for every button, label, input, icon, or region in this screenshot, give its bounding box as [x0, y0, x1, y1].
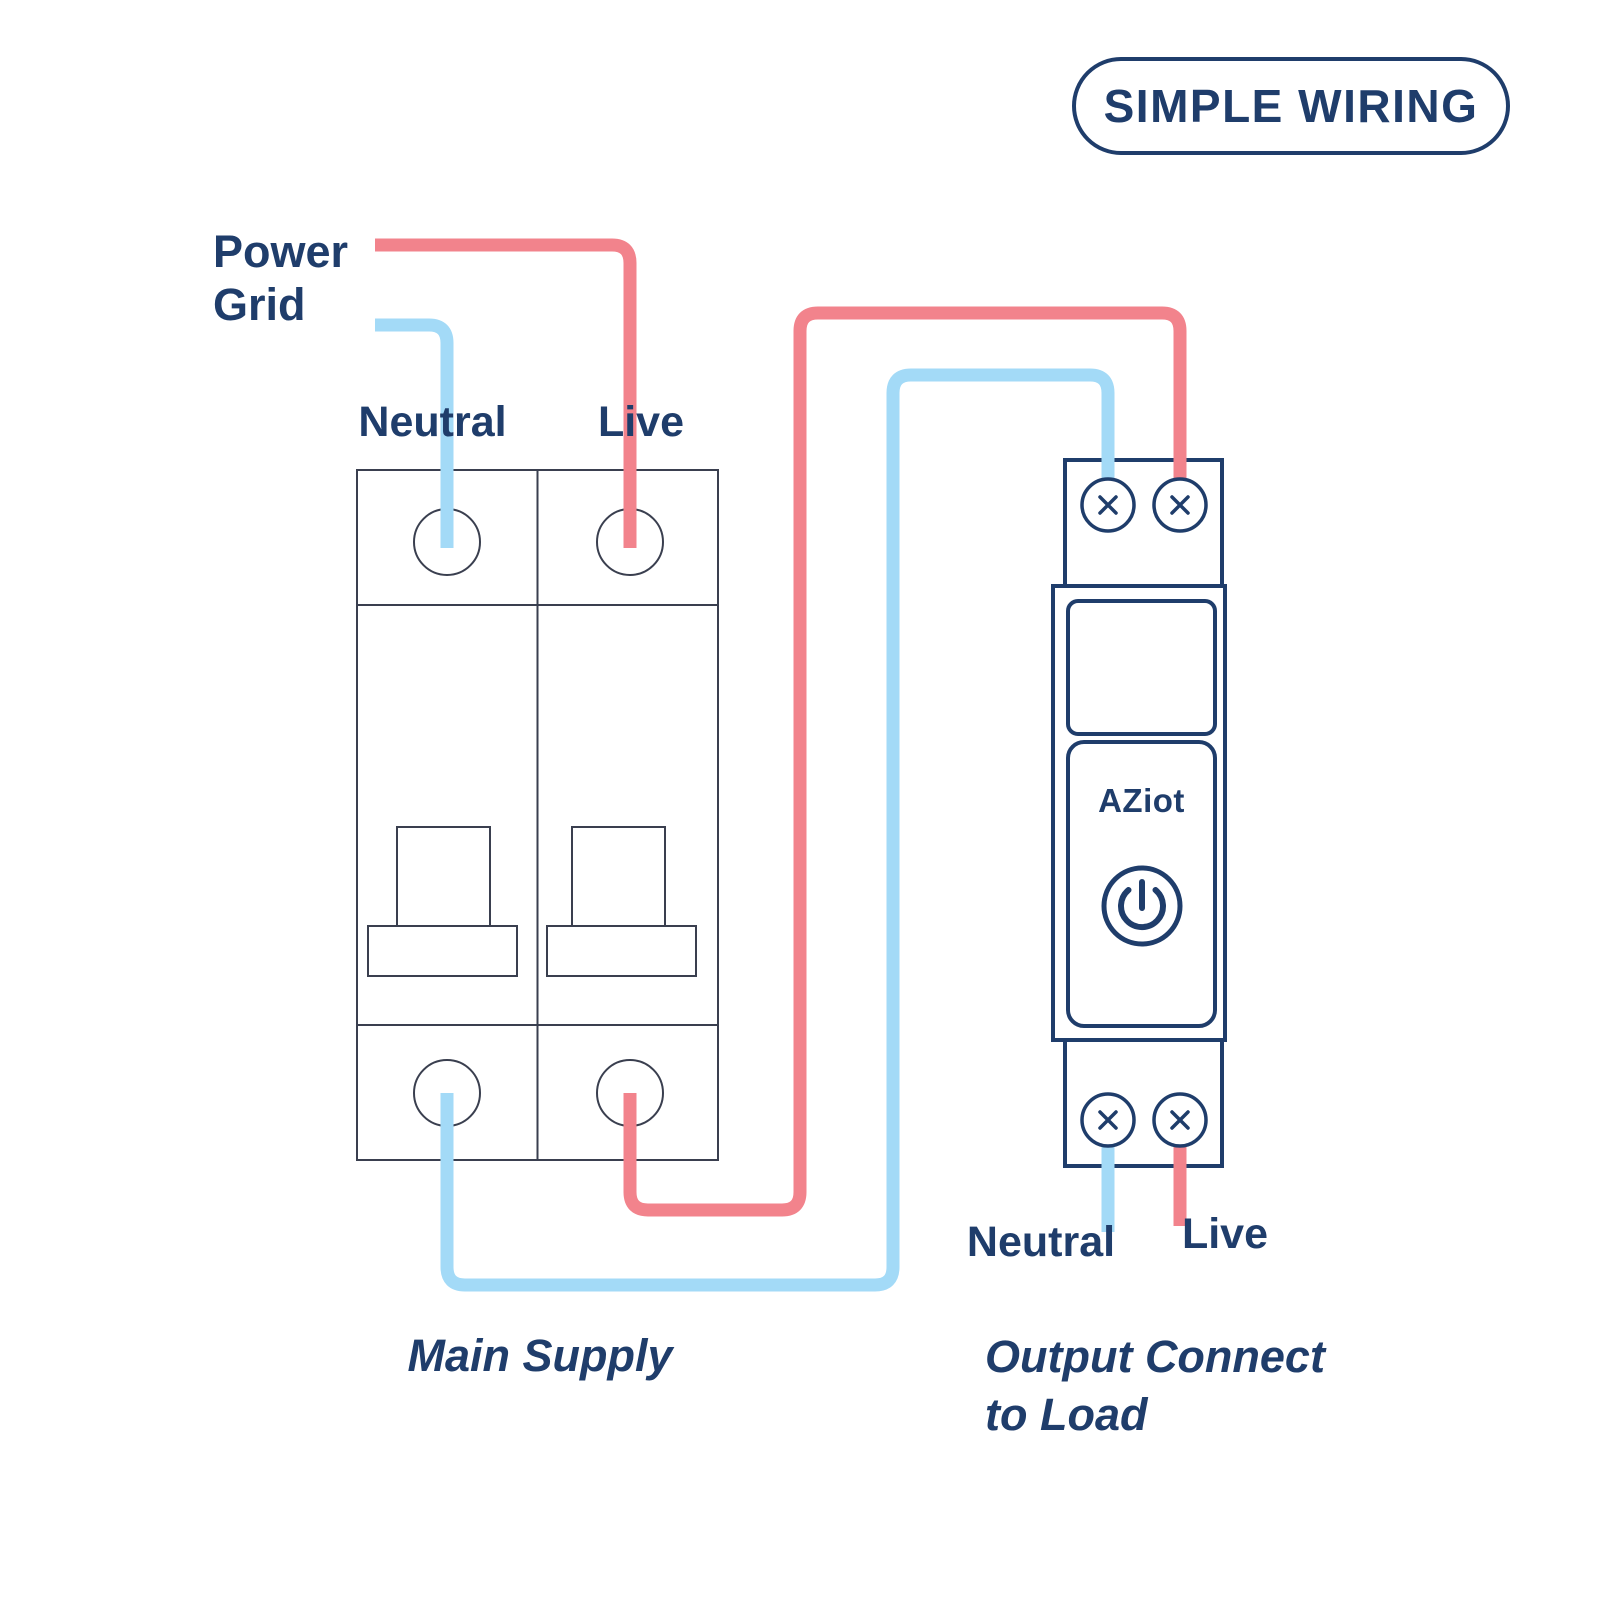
- aziot-brand-logo: AZiot: [1098, 782, 1185, 819]
- main-breaker-diagram: [356, 469, 719, 1161]
- power-button-ring: [1101, 865, 1183, 947]
- output-caption-line1: Output Connect: [985, 1331, 1325, 1382]
- output-caption-line2: to Load: [985, 1389, 1148, 1440]
- breaker-neutral-label: Neutral: [358, 398, 507, 446]
- simple-wiring-badge: SIMPLE WIRING: [1072, 57, 1510, 155]
- switch-display-window: [1066, 599, 1217, 736]
- neutral-wire-breaker-to-switch: [440, 368, 1115, 1292]
- screw-x-mark: [1170, 1110, 1190, 1130]
- breaker-toggle-base: [367, 925, 518, 977]
- switch-neutral-label: Neutral: [966, 1218, 1116, 1266]
- screw-x-mark: [1170, 495, 1190, 515]
- screw-x-mark: [1098, 495, 1118, 515]
- screw-x-mark: [1098, 1110, 1118, 1130]
- live-wire-grid-to-breaker: [375, 238, 637, 548]
- breaker-toggle-handle: [571, 826, 666, 929]
- switch-terminals: [1080, 477, 1208, 1148]
- badge-label: SIMPLE WIRING: [1103, 80, 1479, 132]
- smart-switch-diagram: [1051, 458, 1227, 1168]
- live-wire-breaker-to-switch: [623, 306, 1187, 1217]
- switch-live-label: Live: [1181, 1210, 1269, 1258]
- neutral-wire-grid-to-breaker: [375, 318, 454, 548]
- breaker-toggle-handle: [396, 826, 491, 929]
- power-grid-line1: Power: [213, 226, 349, 277]
- power-symbol-arc: [1118, 887, 1166, 930]
- power-icon: [1101, 865, 1183, 947]
- breaker-live-label: Live: [597, 398, 685, 446]
- power-grid-line2: Grid: [213, 279, 306, 330]
- main-supply-caption: Main Supply: [407, 1330, 673, 1381]
- breaker-toggle-base: [546, 925, 697, 977]
- output-load-caption: Output Connect to Load: [985, 1328, 1325, 1444]
